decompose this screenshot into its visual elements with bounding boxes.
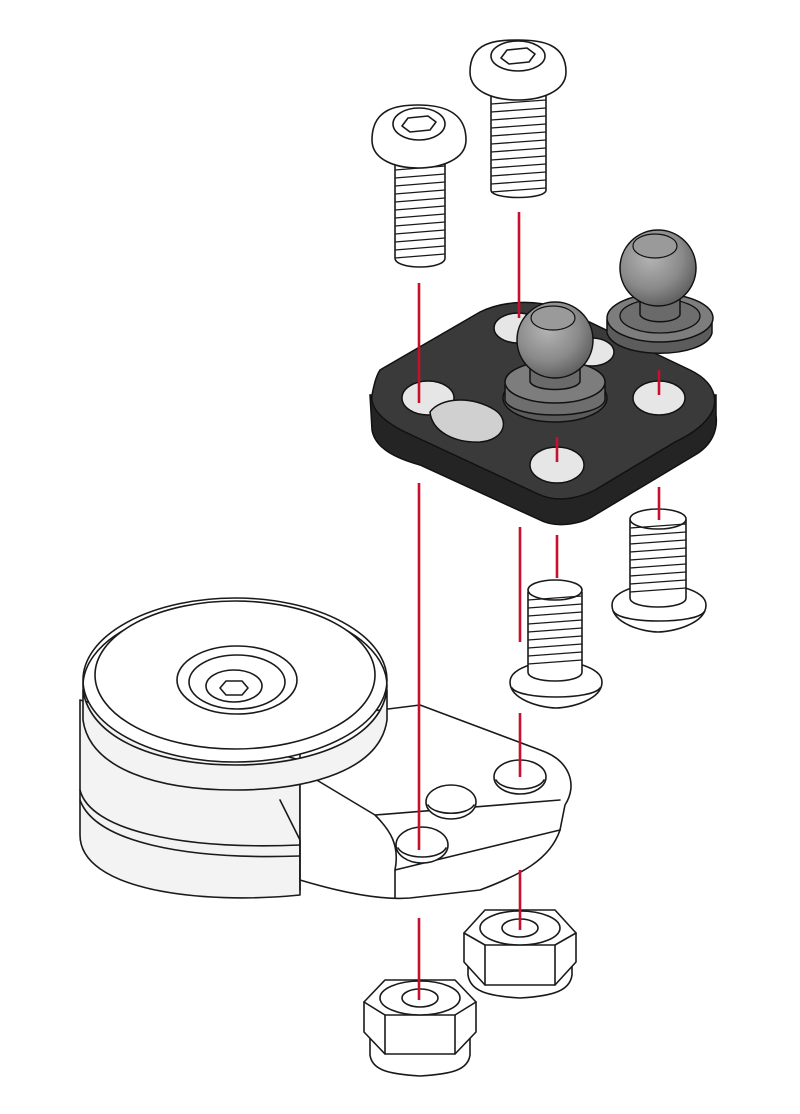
button-head-screw [611,508,707,633]
hex-lock-nut [463,909,577,999]
alignment-lines [417,212,661,1000]
button-head-screw [509,579,603,709]
hex-socket-screw [371,104,467,268]
hex-socket-screw [469,39,567,199]
hex-lock-nut [363,979,477,1077]
swivel-base [79,597,572,900]
ball-stud [606,229,714,354]
base-hole-1 [395,826,449,864]
base-hole-2 [425,784,477,820]
ball-stud [502,301,608,423]
